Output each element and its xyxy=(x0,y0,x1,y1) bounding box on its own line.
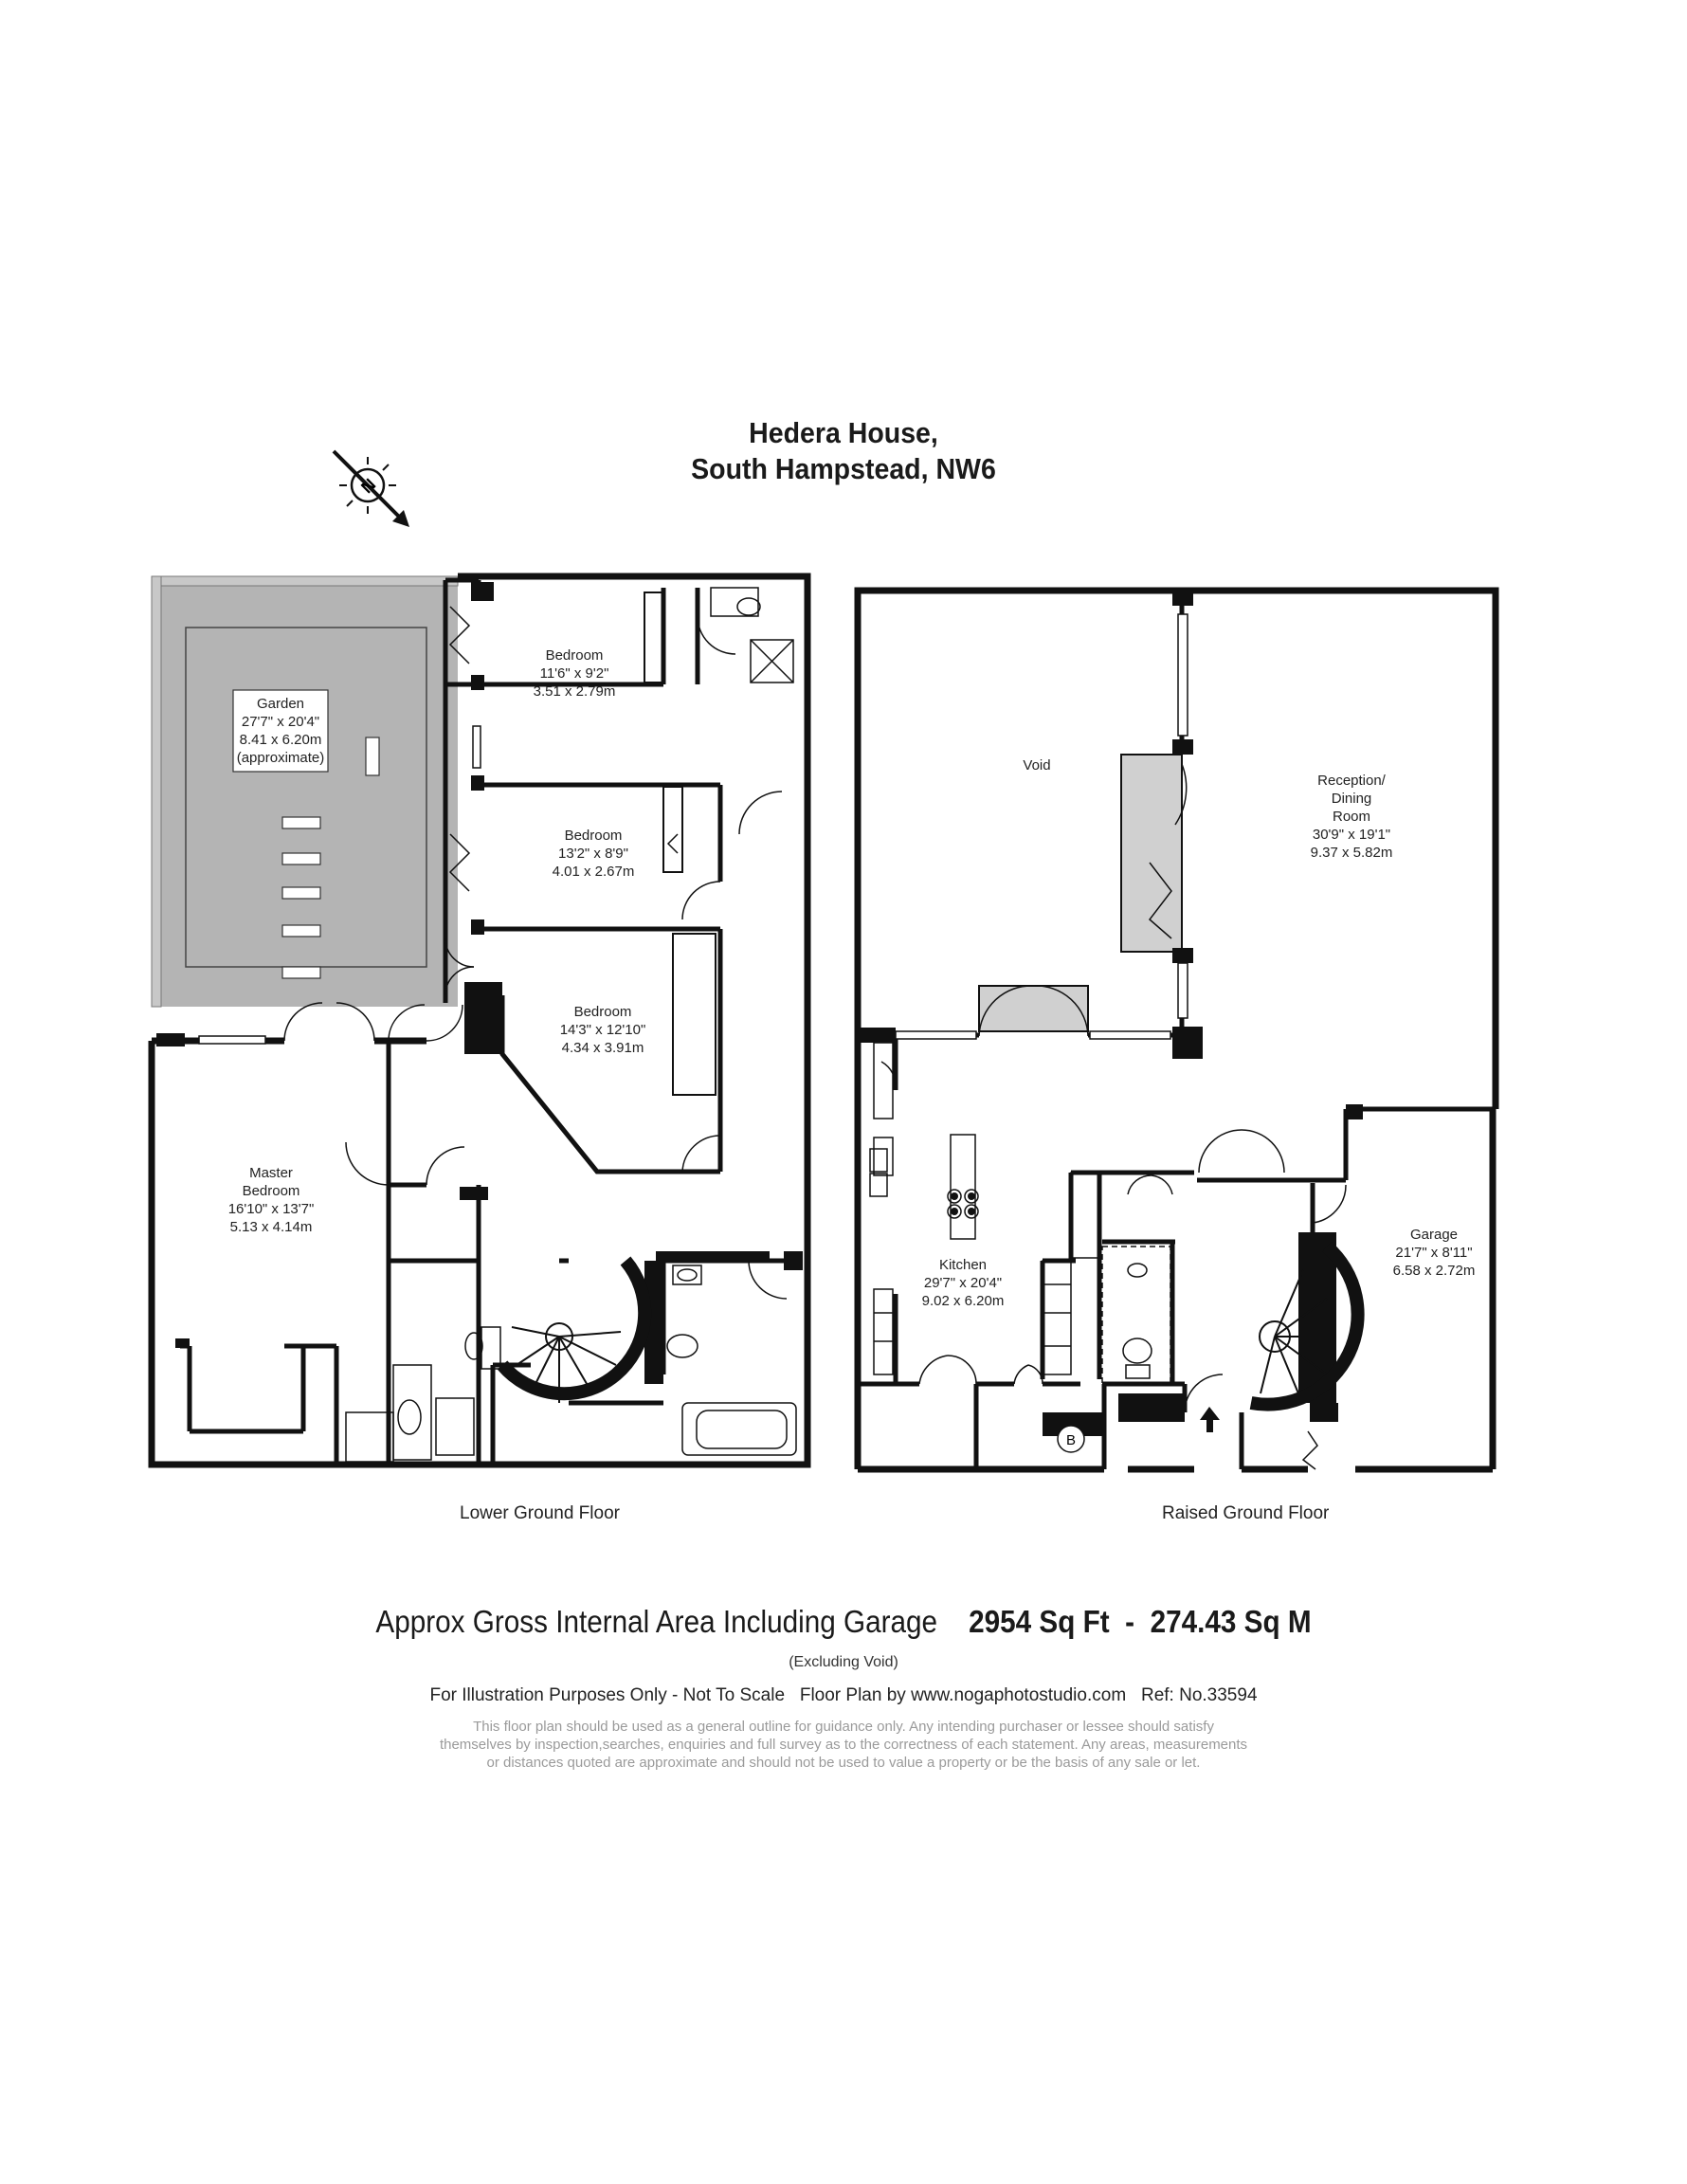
svg-text:21'7" x 8'11": 21'7" x 8'11" xyxy=(1395,1245,1472,1261)
illustration-note: For Illustration Purposes Only - Not To … xyxy=(429,1685,1258,1705)
svg-text:Room: Room xyxy=(1333,809,1370,825)
svg-text:Bedroom: Bedroom xyxy=(243,1183,300,1199)
room-label-bedroom-3: Bedroom 14'3" x 12'10" 4.34 x 3.91m xyxy=(560,1004,646,1056)
svg-text:9.37 x 5.82m: 9.37 x 5.82m xyxy=(1311,845,1393,861)
svg-text:Reception/: Reception/ xyxy=(1317,773,1387,789)
room-label-master-bedroom: Master Bedroom 16'10" x 13'7" 5.13 x 4.1… xyxy=(228,1165,315,1235)
area-sqft: 2954 Sq Ft xyxy=(969,1604,1110,1639)
svg-text:Bedroom: Bedroom xyxy=(574,1004,632,1020)
room-label-bedroom-1: Bedroom 11'6" x 9'2" 3.51 x 2.79m xyxy=(534,647,616,700)
svg-text:4.34 x 3.91m: 4.34 x 3.91m xyxy=(562,1040,644,1056)
svg-text:29'7" x 20'4": 29'7" x 20'4" xyxy=(924,1275,1002,1291)
svg-text:Kitchen: Kitchen xyxy=(939,1257,987,1273)
area-label: Approx Gross Internal Area Including Gar… xyxy=(375,1604,938,1639)
room-label-void: Void xyxy=(1023,757,1050,774)
spiral-staircase-raised xyxy=(1249,1241,1365,1411)
plan-title-line-1: Hedera House, xyxy=(749,416,938,449)
svg-text:Bedroom: Bedroom xyxy=(565,828,623,844)
svg-text:4.01 x 2.67m: 4.01 x 2.67m xyxy=(553,864,635,880)
disclaimer-line-3: or distances quoted are approximate and … xyxy=(486,1755,1201,1771)
svg-text:13'2" x 8'9": 13'2" x 8'9" xyxy=(558,846,628,862)
svg-text:8.41 x 6.20m: 8.41 x 6.20m xyxy=(240,732,322,748)
svg-text:3.51 x 2.79m: 3.51 x 2.79m xyxy=(534,683,616,700)
plan-title-line-2: South Hampstead, NW6 xyxy=(691,452,996,485)
entrance-arrow-icon xyxy=(1200,1407,1220,1432)
area-sqm: 274.43 Sq M xyxy=(1150,1604,1312,1639)
svg-text:5.13 x 4.14m: 5.13 x 4.14m xyxy=(230,1219,313,1235)
svg-text:Garden: Garden xyxy=(257,696,304,712)
gross-area-summary: Approx Gross Internal Area Including Gar… xyxy=(84,1604,1603,1640)
room-label-kitchen: Kitchen 29'7" x 20'4" 9.02 x 6.20m xyxy=(922,1257,1005,1309)
svg-text:Dining: Dining xyxy=(1332,791,1372,807)
lower-ground-floor-plan xyxy=(148,573,811,1468)
svg-text:6.58 x 2.72m: 6.58 x 2.72m xyxy=(1393,1263,1476,1279)
room-label-garden: Garden 27'7" x 20'4" 8.41 x 6.20m (appro… xyxy=(237,696,325,766)
svg-text:16'10" x 13'7": 16'10" x 13'7" xyxy=(228,1201,315,1217)
raised-ground-floor-plan: B xyxy=(854,587,1499,1473)
area-note: (Excluding Void) xyxy=(789,1654,898,1670)
hatched-bay xyxy=(978,985,1089,1032)
disclaimer-line-2: themselves by inspection,searches, enqui… xyxy=(439,1737,1248,1753)
svg-text:Garage: Garage xyxy=(1410,1227,1458,1243)
spiral-staircase-lower xyxy=(497,1256,652,1403)
svg-text:Master: Master xyxy=(249,1165,293,1181)
hatched-corridor xyxy=(1120,754,1183,953)
svg-text:9.02 x 6.20m: 9.02 x 6.20m xyxy=(922,1293,1005,1309)
garden-area xyxy=(152,576,458,1007)
room-label-reception: Reception/ Dining Room 30'9" x 19'1" 9.3… xyxy=(1311,773,1393,861)
svg-text:11'6" x 9'2": 11'6" x 9'2" xyxy=(540,665,609,682)
svg-text:Void: Void xyxy=(1023,757,1050,774)
north-compass-icon: N xyxy=(332,449,409,527)
room-label-garage: Garage 21'7" x 8'11" 6.58 x 2.72m xyxy=(1393,1227,1476,1279)
svg-text:30'9" x 19'1": 30'9" x 19'1" xyxy=(1313,827,1390,843)
disclaimer-text: This floor plan should be used as a gene… xyxy=(0,1718,1687,1772)
room-labels: Garden 27'7" x 20'4" 8.41 x 6.20m (appro… xyxy=(228,647,1476,1309)
svg-text:27'7" x 20'4": 27'7" x 20'4" xyxy=(242,714,319,730)
floor-label-lower-ground: Lower Ground Floor xyxy=(460,1503,620,1523)
svg-text:(approximate): (approximate) xyxy=(237,750,325,766)
disclaimer-line-1: This floor plan should be used as a gene… xyxy=(473,1719,1214,1735)
area-separator: - xyxy=(1125,1604,1135,1639)
svg-text:Bedroom: Bedroom xyxy=(546,647,604,664)
room-label-bedroom-2: Bedroom 13'2" x 8'9" 4.01 x 2.67m xyxy=(553,828,635,880)
svg-text:14'3" x 12'10": 14'3" x 12'10" xyxy=(560,1022,646,1038)
floor-label-raised-ground: Raised Ground Floor xyxy=(1162,1503,1330,1523)
boiler-label: B xyxy=(1066,1432,1076,1448)
